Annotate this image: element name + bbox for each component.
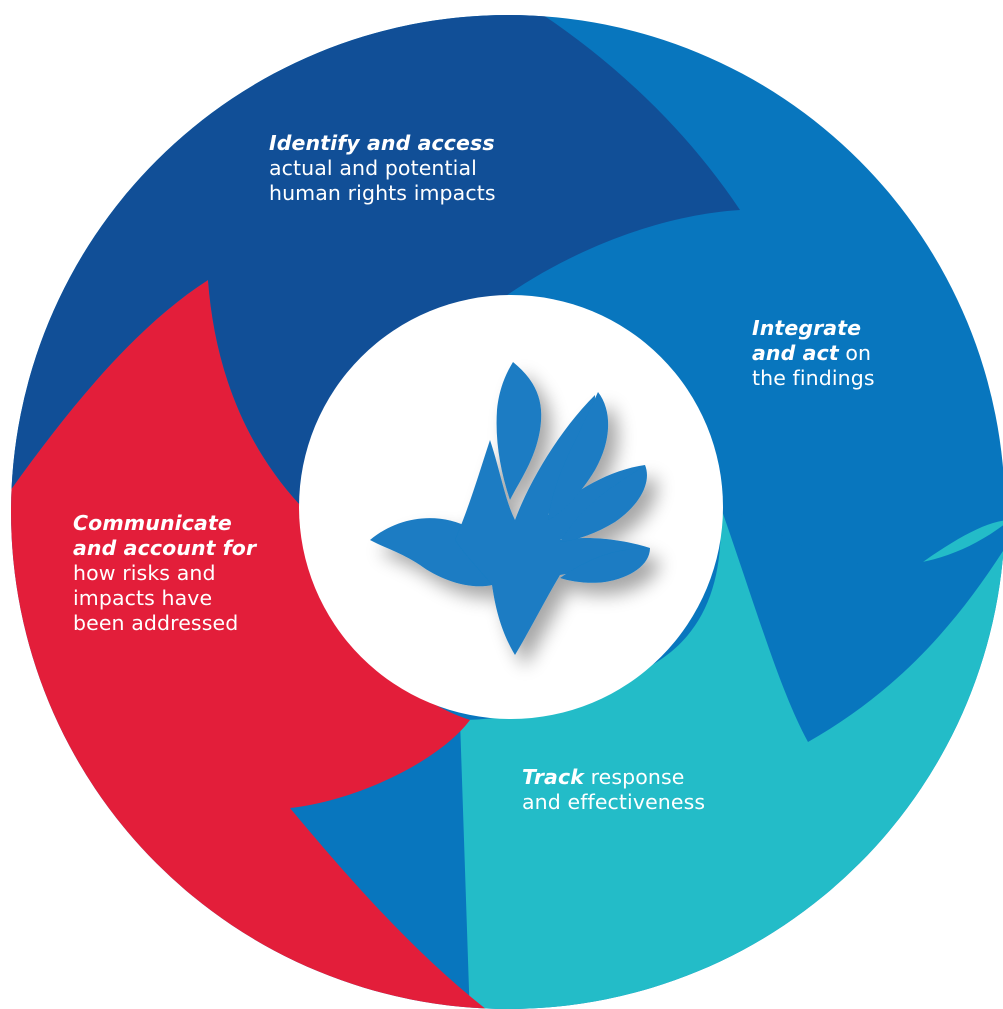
segment-integrate-tip bbox=[720, 505, 1003, 742]
center-circle bbox=[299, 295, 723, 719]
identify-line-2: human rights impacts bbox=[269, 181, 496, 205]
identify-lead: Identify and access bbox=[269, 131, 495, 155]
communicate-line-1: how risks and bbox=[73, 561, 216, 585]
track-lead: Track bbox=[522, 765, 584, 789]
label-track: Track response and effectiveness bbox=[522, 765, 705, 815]
track-lead-suffix: response bbox=[583, 765, 685, 789]
open-hand-dove-icon bbox=[370, 362, 650, 655]
label-identify: Identify and access actual and potential… bbox=[269, 131, 496, 206]
communicate-line-2: impacts have bbox=[73, 586, 213, 610]
identify-line-1: actual and potential bbox=[269, 156, 477, 180]
integrate-lead-1: Integrate bbox=[752, 316, 862, 340]
communicate-lead-1: Communicate bbox=[73, 511, 232, 535]
integrate-lead-suffix: on bbox=[838, 341, 872, 365]
communicate-lead-2: and account for bbox=[73, 536, 257, 560]
track-line-1: and effectiveness bbox=[522, 790, 706, 814]
label-communicate: Communicate and account for how risks an… bbox=[73, 511, 256, 636]
integrate-line-1: the findings bbox=[752, 366, 875, 390]
communicate-line-3: been addressed bbox=[73, 611, 239, 635]
label-integrate: Integrate and act on the findings bbox=[752, 316, 875, 391]
integrate-lead-2: and act bbox=[752, 341, 839, 365]
